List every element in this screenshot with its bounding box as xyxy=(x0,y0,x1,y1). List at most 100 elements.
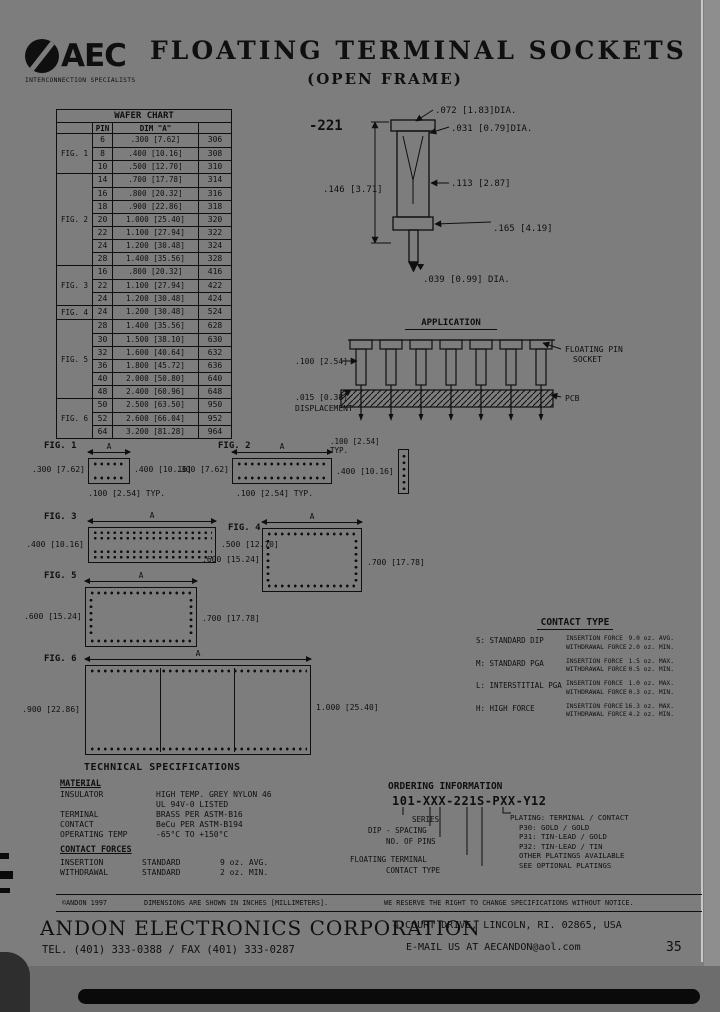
wafer-row: 16 .800 [20.32] 316 xyxy=(93,187,231,200)
dim-a-value: 2.600 [66.04] xyxy=(113,413,199,425)
wafer-row: 32 1.600 [40.64] 632 xyxy=(93,346,231,359)
wafer-row: 28 1.400 [35.56] 328 xyxy=(93,252,231,265)
copyright: ©ANDON 1997 xyxy=(62,899,108,907)
fig-group-label: FIG. 6 xyxy=(57,399,93,438)
fig2-dim-left: .300 [7.62] xyxy=(176,465,229,474)
pin-count: 28 xyxy=(93,253,113,265)
dim-a-letter: A xyxy=(135,571,147,581)
fig-group-label: FIG. 2 xyxy=(57,174,93,265)
wafer-row: 52 2.600 [66.04] 952 xyxy=(93,412,231,425)
pin-column-left xyxy=(88,597,94,637)
plating-option: P31: TIN-LEAD / GOLD xyxy=(519,832,607,841)
spec-row: CONTACT BeCu PER ASTM-B194 xyxy=(60,820,243,829)
dim-a-value: 1.800 [45.72] xyxy=(113,360,199,372)
tech-specs-title: TECHNICAL SPECIFICATIONS xyxy=(84,762,241,773)
terminal-221-drawing: -221 .072 [1.83]DIA. .031 [0.79]DIA. .11… xyxy=(309,106,553,285)
wafer-row: 24 1.200 [30.48] 424 xyxy=(93,292,231,305)
pin-count: 24 xyxy=(93,240,113,252)
wafer-group-fig4: FIG. 4 24 1.200 [30.48] 524 xyxy=(57,306,231,320)
fig4-label: FIG. 4 xyxy=(228,523,261,533)
pin-count: 24 xyxy=(93,293,113,305)
fig3-dim-left: .400 [10.16] xyxy=(26,540,84,549)
socket-callout-1: FLOATING PIN xyxy=(565,345,623,354)
fig6-dim-left: .900 [22.86] xyxy=(22,705,80,714)
logo-row: AEC xyxy=(25,36,175,76)
pin-count: 6 xyxy=(93,134,113,147)
fig1-outline xyxy=(88,458,130,484)
dim-a-value: .400 [10.16] xyxy=(113,148,199,160)
dimensions-note: DIMENSIONS ARE SHOWN IN INCHES [MILLIMET… xyxy=(144,899,329,907)
dim-a-value: 1.100 [27.94] xyxy=(113,227,199,239)
wafer-row: 24 1.200 [30.48] 524 xyxy=(93,306,231,319)
callout-floating-terminal: FLOATING TERMINAL xyxy=(350,855,427,864)
dim-height: .146 [3.71] xyxy=(323,185,383,195)
pin-row-bottom xyxy=(266,583,358,589)
wafer-row: 6 .300 [7.62] 306 xyxy=(93,134,231,147)
pin-row-top xyxy=(266,531,358,537)
wafer-group-fig5: FIG. 5 28 1.400 [35.56] 628 30 1.500 [38… xyxy=(57,320,231,399)
contact-type-section: CONTACT TYPE S: STANDARD DIP INSERTION F… xyxy=(476,610,674,725)
plating-option: OTHER PLATINGS AVAILABLE xyxy=(519,851,625,860)
pin-column-right xyxy=(188,597,194,637)
col-fig xyxy=(57,123,93,133)
part-code: 316 xyxy=(207,189,223,198)
dim-a-letter: A xyxy=(276,442,288,452)
scan-artifact xyxy=(0,888,10,893)
fig-group-label: FIG. 5 xyxy=(57,320,93,398)
wafer-row: 20 1.000 [25.40] 320 xyxy=(93,213,231,226)
terminal-body xyxy=(390,119,436,273)
scan-artifact xyxy=(0,853,9,859)
plating-option: SEE OPTIONAL PLATINGS xyxy=(519,860,612,870)
fig4-dim-a-line: A xyxy=(261,512,363,525)
dim-a-letter: A xyxy=(306,512,318,522)
part-code: 318 xyxy=(207,202,223,211)
part-code: 950 xyxy=(207,400,223,409)
dim-a-letter: A xyxy=(192,649,204,659)
fig4-dim-left: .600 [15.24] xyxy=(202,555,260,564)
fig1-dim-a-line: A xyxy=(87,442,131,455)
part-code: 310 xyxy=(207,162,223,171)
application-drawing: .100 [2.54] .015 [0.38] DISPLACEMENT FLO… xyxy=(295,339,623,421)
callout-contact-type: CONTACT TYPE xyxy=(386,866,441,875)
scan-edge xyxy=(704,0,720,1012)
part-code: 628 xyxy=(207,321,223,330)
wafer-row: 18 .900 [22.86] 318 xyxy=(93,200,231,213)
fig5-dim-left: .600 [15.24] xyxy=(24,612,82,621)
part-code: 424 xyxy=(207,294,223,303)
pin-row-bottom xyxy=(89,746,307,752)
material-heading: MATERIAL xyxy=(60,779,101,789)
contact-forces-heading: CONTACT FORCES xyxy=(60,845,132,855)
scan-artifact xyxy=(0,871,13,879)
wafer-row: 24 1.200 [30.48] 324 xyxy=(93,239,231,252)
pin-row-bottom xyxy=(92,475,126,481)
pin-count: 50 xyxy=(93,399,113,412)
displacement-label: DISPLACEMENT xyxy=(295,404,353,413)
wafer-row: 30 1.500 [38.10] 630 xyxy=(93,333,231,346)
wafer-chart-header: PIN DIM "A" xyxy=(57,123,231,134)
wafer-group-fig3: FIG. 3 16 .800 [20.32] 416 22 1.100 [27.… xyxy=(57,266,231,306)
part-code: 306 xyxy=(207,135,223,144)
fig6-label: FIG. 6 xyxy=(44,654,77,664)
dim-dia-top: .072 [1.83]DIA. xyxy=(435,106,516,116)
pin-row-bottom xyxy=(89,638,193,644)
wafer-row: 36 1.800 [45.72] 636 xyxy=(93,359,231,372)
part-code: 308 xyxy=(207,149,223,158)
fig5-label: FIG. 5 xyxy=(44,571,77,581)
dim-a-value: 1.000 [25.40] xyxy=(113,214,199,226)
fig2-label: FIG. 2 xyxy=(218,441,251,451)
pin-count: 36 xyxy=(93,360,113,372)
wafer-row: 50 2.500 [63.50] 950 xyxy=(93,399,231,412)
dim-a-value: .700 [17.78] xyxy=(113,174,199,187)
pin-count: 22 xyxy=(93,280,113,292)
company-name: ANDON ELECTRONICS CORPORATION xyxy=(40,916,481,940)
part-code: 314 xyxy=(207,175,223,184)
fig5-dim-right: .700 [17.78] xyxy=(202,614,260,623)
spec-row: OPERATING TEMP -65°C TO +150°C xyxy=(60,830,229,839)
dim-a-letter: A xyxy=(146,511,158,521)
plating-option: PLATING: TERMINAL / CONTACT xyxy=(510,813,629,822)
dim-dia-tail: .039 [0.99] DIA. xyxy=(423,275,510,285)
contact-type-name: H: HIGH FORCE xyxy=(476,703,535,713)
